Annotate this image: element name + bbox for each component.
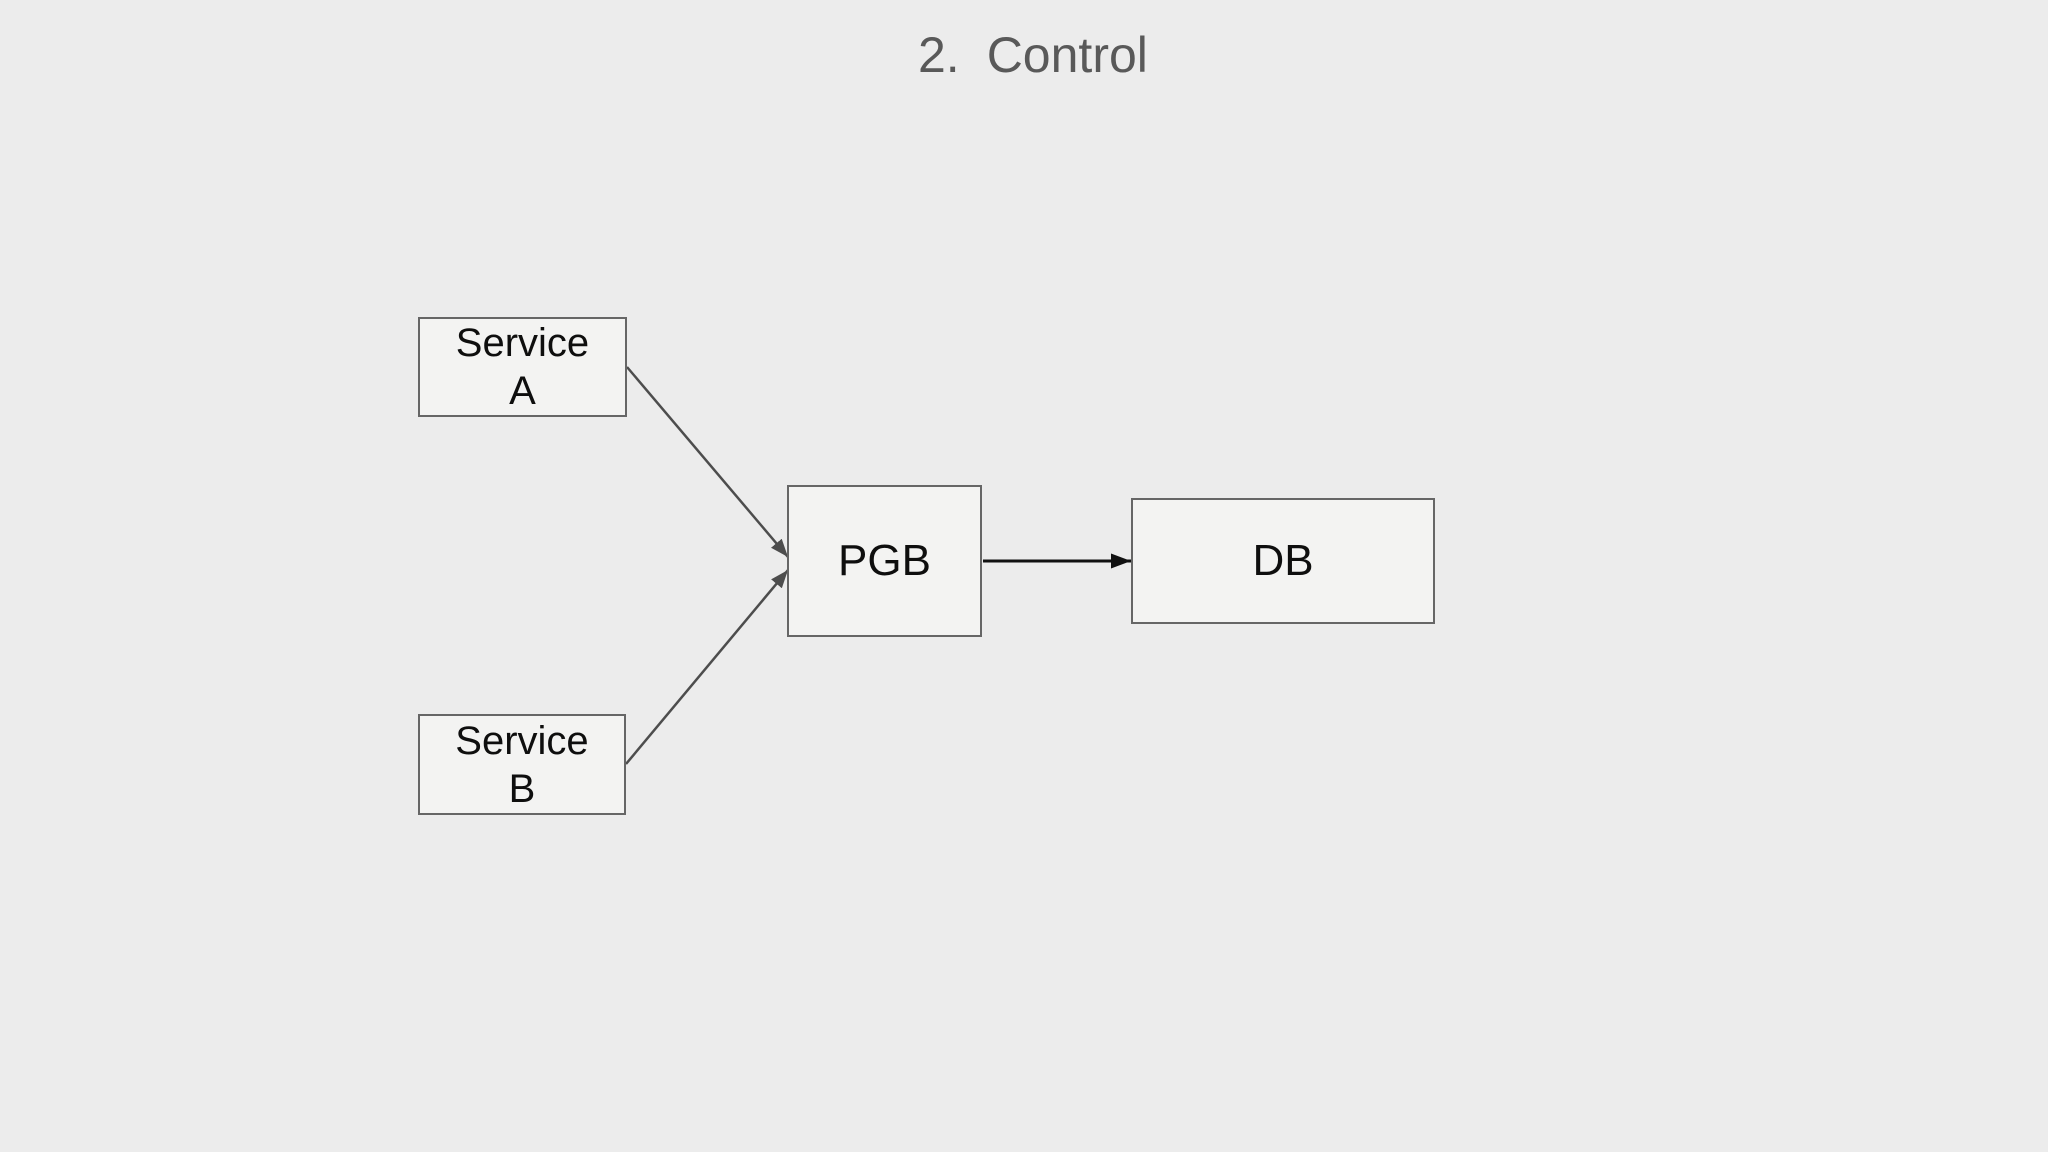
node-service-b-label-line1: Service xyxy=(455,718,589,763)
node-pgb[interactable]: PGB xyxy=(787,485,982,637)
slide-title[interactable]: 2. Control xyxy=(918,30,1148,80)
node-service-a-label-line2: A xyxy=(509,369,536,413)
title-label: Control xyxy=(986,27,1148,83)
title-number: 2. xyxy=(918,27,960,83)
node-service-a[interactable]: Service A xyxy=(418,317,627,417)
edge-service-b-to-pgb[interactable] xyxy=(625,569,789,765)
node-service-b-label-line2: B xyxy=(508,766,536,811)
node-service-b[interactable]: Service B xyxy=(418,714,626,815)
node-db-label: DB xyxy=(1252,535,1314,585)
node-service-a-label-line1: Service xyxy=(455,321,590,365)
edge-service-a-to-pgb[interactable] xyxy=(626,366,789,558)
node-pgb-label: PGB xyxy=(838,535,931,585)
node-db[interactable]: DB xyxy=(1131,498,1435,624)
